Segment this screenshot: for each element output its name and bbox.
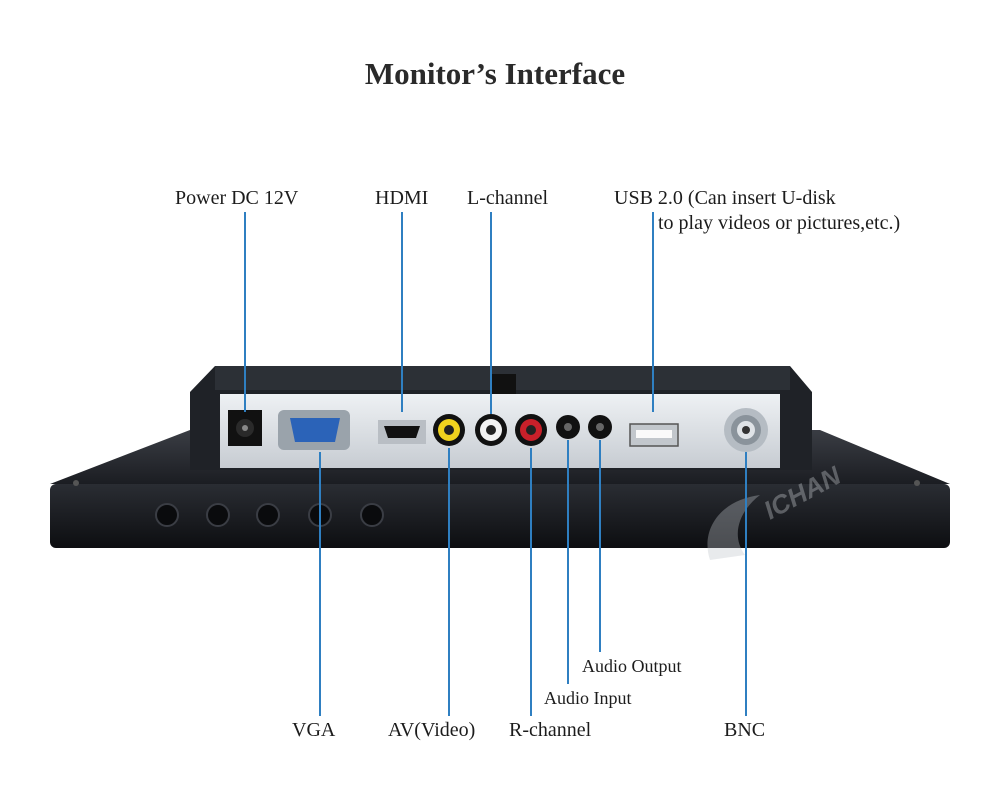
vga-port xyxy=(278,410,350,450)
hdmi-port xyxy=(378,420,426,444)
label-usb-line2: to play videos or pictures,etc.) xyxy=(658,212,901,234)
page-title: Monitor’s Interface xyxy=(364,56,626,91)
label-audio-output: Audio Output xyxy=(582,656,682,676)
bnc-port xyxy=(724,408,768,452)
front-button-2 xyxy=(206,503,230,527)
front-button-5 xyxy=(360,503,384,527)
label-audio-input: Audio Input xyxy=(544,688,632,708)
label-vga: VGA xyxy=(292,719,336,741)
label-l-channel: L-channel xyxy=(467,187,549,209)
front-button-1 xyxy=(155,503,179,527)
power-port xyxy=(228,410,262,446)
label-av-video: AV(Video) xyxy=(388,719,476,741)
audio-output-port xyxy=(588,415,612,439)
label-usb-line1: USB 2.0 (Can insert U-disk xyxy=(614,187,836,209)
av-port xyxy=(433,414,465,446)
label-r-channel: R-channel xyxy=(509,719,592,741)
front-button-3 xyxy=(256,503,280,527)
label-hdmi: HDMI xyxy=(375,187,429,209)
l-channel-port xyxy=(475,414,507,446)
r-channel-port xyxy=(515,414,547,446)
label-power-dc: Power DC 12V xyxy=(175,187,299,209)
label-bnc: BNC xyxy=(724,719,766,741)
monitor-body xyxy=(50,366,950,548)
leader-lines xyxy=(244,212,747,716)
audio-input-port xyxy=(556,415,580,439)
usb-port xyxy=(629,423,679,447)
